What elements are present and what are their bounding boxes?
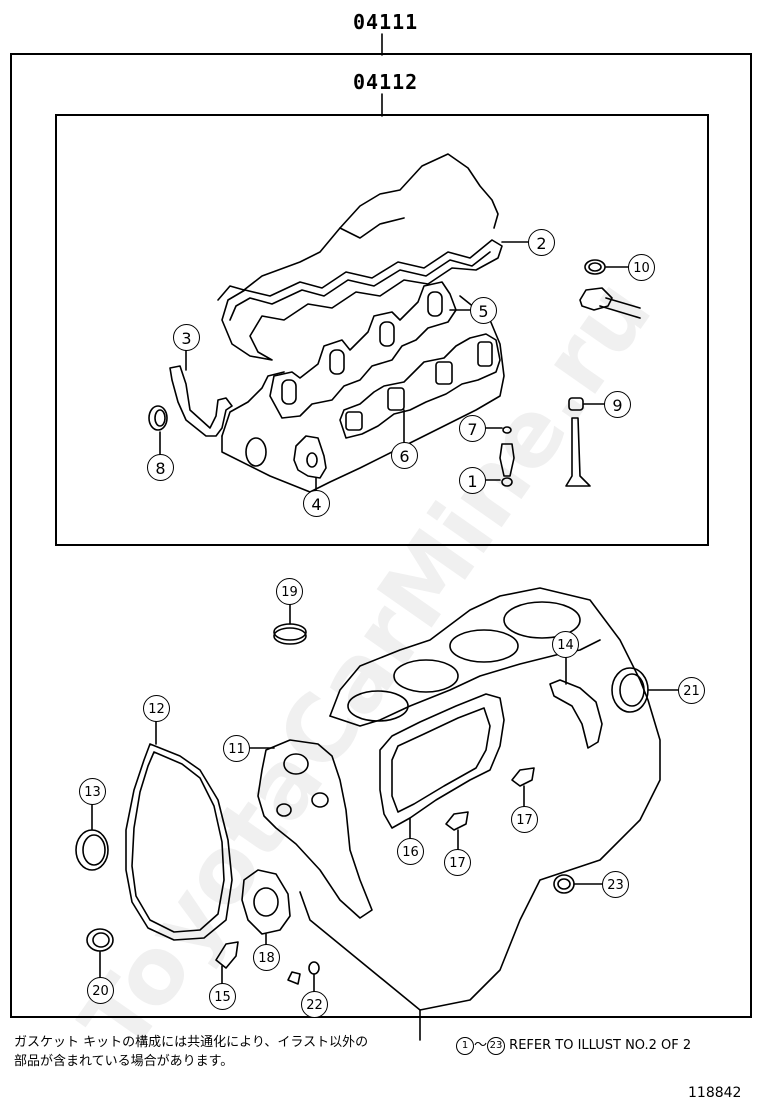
callout-5: 5: [470, 297, 497, 324]
callout-13: 13: [79, 778, 106, 805]
callout-1: 1: [459, 467, 486, 494]
ref-tilde: ～: [474, 1038, 488, 1053]
callout-19: 19: [276, 578, 303, 605]
kit-number-title: 04111: [353, 10, 419, 34]
illustration-reference: 1～23 REFER TO ILLUST NO.2 OF 2: [456, 1034, 691, 1055]
kit-composition-note: ガスケット キットの構成には共通化により、イラスト以外の 部品が含まれている場合…: [14, 1033, 434, 1071]
ref-from-callout: 1: [456, 1036, 474, 1055]
ref-text: REFER TO ILLUST NO.2 OF 2: [509, 1038, 692, 1053]
callout-21: 21: [678, 677, 705, 704]
callout-8: 8: [147, 454, 174, 481]
callout-14: 14: [552, 631, 579, 658]
callout-17b: 17: [444, 849, 471, 876]
callout-9: 9: [604, 391, 631, 418]
callout-16: 16: [397, 838, 424, 865]
callout-10: 10: [628, 254, 655, 281]
callout-20: 20: [87, 977, 114, 1004]
subkit-number-title: 04112: [353, 70, 419, 94]
ref-to-callout: 23: [487, 1036, 506, 1055]
callout-12: 12: [143, 695, 170, 722]
note-line-2: 部品が含まれている場合があります。: [14, 1054, 234, 1069]
callout-17a: 17: [511, 806, 538, 833]
callout-11: 11: [223, 735, 250, 762]
callout-4: 4: [303, 490, 330, 517]
note-line-1: ガスケット キットの構成には共通化により、イラスト以外の: [14, 1035, 369, 1050]
callout-18: 18: [253, 944, 280, 971]
callout-3: 3: [173, 324, 200, 351]
callout-7: 7: [459, 415, 486, 442]
callout-15: 15: [209, 983, 236, 1010]
illustration-id: 118842: [688, 1085, 742, 1101]
callout-6: 6: [391, 442, 418, 469]
kit-frame: [10, 53, 752, 1018]
callout-2: 2: [528, 229, 555, 256]
callout-23: 23: [602, 871, 629, 898]
callout-22: 22: [301, 991, 328, 1018]
